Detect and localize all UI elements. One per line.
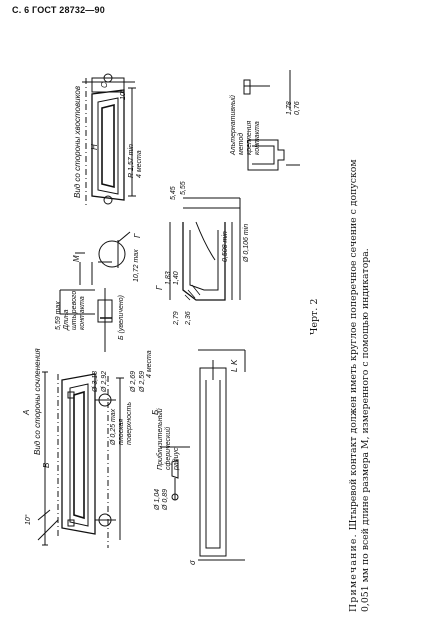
dim-289: Ø 2,69 xyxy=(130,370,137,392)
approx-radius-2: сферический xyxy=(165,426,172,470)
plane-surface: плоская xyxy=(118,418,125,445)
label-C: С xyxy=(100,82,109,88)
middle-pin-view xyxy=(59,231,131,352)
alt-contact-label-1: Альтернативный xyxy=(230,95,237,155)
dim-1072: 10,72 max xyxy=(133,249,140,282)
page-header: С. 6 ГОСТ 28732—90 xyxy=(12,5,105,15)
dim-279: 2,79 xyxy=(173,311,180,325)
dim-076: 0,76 xyxy=(294,101,301,115)
dim-0106: Ø 0,106 min xyxy=(243,223,250,262)
dim-r157: R 1,57 min xyxy=(128,144,135,178)
left-connector-view xyxy=(37,371,124,548)
approx-radius-3: радиус xyxy=(173,447,180,470)
dim-178: 1,78 xyxy=(286,101,293,115)
alt-contact-label-3: крепления xyxy=(246,120,253,155)
footnote-text-1: Штыревой контакт должен иметь круглое по… xyxy=(348,159,359,531)
label-b-enlarged: Б (увеличено) xyxy=(118,295,125,340)
label-G: Г xyxy=(133,233,142,238)
alt-contact-view xyxy=(243,70,300,171)
label-A: А xyxy=(22,409,31,415)
label-10deg-left: 10° xyxy=(25,514,32,525)
label-M: M xyxy=(72,255,81,262)
detail-g-section xyxy=(169,197,241,301)
right-view-title: Вид со стороны хвостовиков xyxy=(73,85,82,198)
dim-555: 5,55 xyxy=(180,181,187,195)
detail-g-title: Г xyxy=(155,285,164,290)
footnote-line-2: 0,051 мм по всей длине размера M, измере… xyxy=(360,248,371,612)
dim-025: Ø 0,25 max xyxy=(110,408,117,445)
right-connector-view xyxy=(82,73,136,205)
footnote-line-1: Примечание. Штыревой контакт должен имет… xyxy=(348,159,359,612)
figure-caption: Черт. 2 xyxy=(309,298,320,335)
label-4-mesta-left: 4 места xyxy=(146,350,153,378)
label-sigma: σ xyxy=(188,560,197,565)
label-4-mesta-right: 4 места xyxy=(136,150,143,178)
left-view-title: Вид со стороны сочленения xyxy=(33,348,42,455)
contact-len-3: контакта xyxy=(79,296,86,330)
label-K: K xyxy=(230,359,239,365)
dim-140: 1,40 xyxy=(173,271,180,285)
contact-len-2: штыревого xyxy=(71,290,78,330)
dim-104: Ø 1,04 xyxy=(154,488,161,510)
label-H: Н xyxy=(90,144,99,150)
label-10deg-right: 10° xyxy=(120,89,127,100)
label-L: L xyxy=(230,367,239,372)
alt-contact-label-2: метод xyxy=(238,132,245,155)
bottom-side-view xyxy=(198,349,246,561)
dim-559: 5,59 max xyxy=(55,301,62,330)
footnote-lead: Примечание. xyxy=(348,533,359,612)
dim-183: 1,83 xyxy=(165,271,172,285)
alt-contact-label-4: контакта xyxy=(254,121,261,155)
detail-b-pin xyxy=(160,446,190,501)
dim-318: Ø 3,18 xyxy=(92,370,99,392)
dim-0508: 0,508 min xyxy=(222,231,229,262)
dim-292: Ø 2,92 xyxy=(101,370,108,392)
plane-surface-2: поверхность xyxy=(126,401,133,445)
approx-radius: Приблизительный xyxy=(157,408,164,470)
dim-089: Ø 0,89 xyxy=(162,488,169,510)
contact-len: Длина xyxy=(63,309,70,330)
dim-236: 2,36 xyxy=(185,311,192,325)
label-B: В xyxy=(42,462,51,468)
dim-259: Ø 2,59 xyxy=(139,370,146,392)
dim-545: 5,45 xyxy=(170,186,177,200)
